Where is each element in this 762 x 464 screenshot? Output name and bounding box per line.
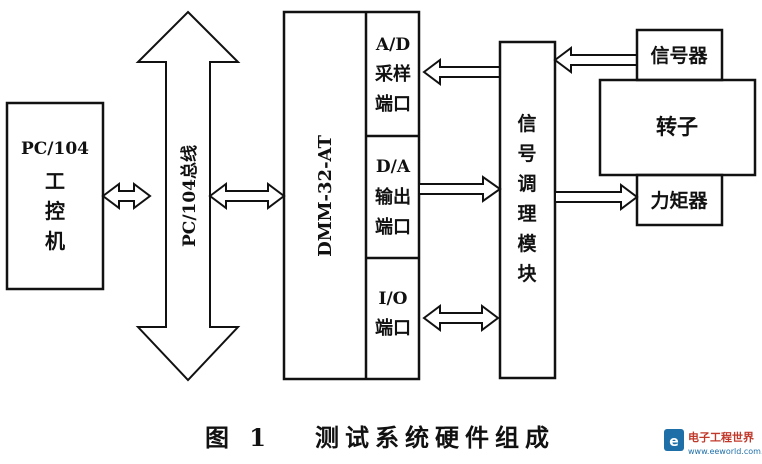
io-port-label-1: I/O (379, 289, 408, 309)
pc104-computer-block: PC/104 工 控 机 (5, 101, 105, 291)
module-label-1: 信 (517, 112, 536, 135)
module-to-torque-arrow (554, 183, 639, 211)
figure-caption: 图 1 测试系统硬件组成 (205, 423, 555, 452)
rotor-block: 转子 (598, 78, 757, 177)
module-label-3: 调 (517, 173, 536, 195)
ad-port-label-2: 采样 (374, 63, 411, 85)
da-port-label-3: 端口 (375, 217, 411, 238)
signal-device-to-module-arrow (553, 46, 638, 74)
signal-conditioning-module: 信 号 调 理 模 块 (498, 40, 557, 380)
ad-port-label-3: 端口 (375, 94, 411, 115)
pc104-bus-arrow-shape (135, 10, 241, 382)
pc104-computer-label-3: 控 (45, 199, 65, 223)
torque-device-label: 力矩器 (650, 189, 708, 212)
pc104-computer-label-4: 机 (45, 229, 65, 253)
rotor-label: 转子 (656, 114, 698, 139)
eeworld-logo-glyph: e (669, 434, 679, 450)
pc104-computer-label-1: PC/104 (21, 139, 89, 159)
signal-device-label: 信号器 (650, 44, 708, 67)
signal-device-block: 信号器 (635, 28, 724, 82)
io-port-label-2: 端口 (375, 318, 411, 339)
dmm-label: DMM-32-AT (315, 134, 336, 256)
pc104-bus: PC/104总线 (135, 10, 241, 382)
bus-dmm-double-arrow (208, 182, 286, 210)
torque-device-block: 力矩器 (635, 173, 724, 227)
module-label-5: 模 (517, 232, 537, 255)
da-port-label-2: 输出 (375, 186, 411, 208)
module-to-ad-arrow (422, 58, 501, 86)
module-label-2: 号 (517, 143, 536, 165)
module-label-6: 块 (517, 263, 537, 285)
pc104-computer-label-2: 工 (45, 169, 65, 193)
io-module-double-arrow (422, 304, 500, 332)
ad-port-label-1: A/D (375, 35, 410, 55)
eeworld-url: www.eeworld.com.cn (688, 447, 762, 456)
dmm-32-at-board: DMM-32-AT A/D 采样 端口 D/A 输出 端口 I/O 端口 (282, 10, 421, 381)
eeworld-title: 电子工程世界 (688, 430, 754, 444)
da-to-module-arrow (418, 175, 502, 203)
da-port-label-1: D/A (376, 157, 411, 177)
pc-bus-double-arrow (101, 182, 152, 210)
eeworld-watermark: e 电子工程世界 www.eeworld.com.cn (664, 429, 762, 456)
module-label-4: 理 (517, 203, 536, 225)
eeworld-logo-icon (664, 429, 684, 451)
pc104-bus-label: PC/104总线 (179, 145, 200, 247)
